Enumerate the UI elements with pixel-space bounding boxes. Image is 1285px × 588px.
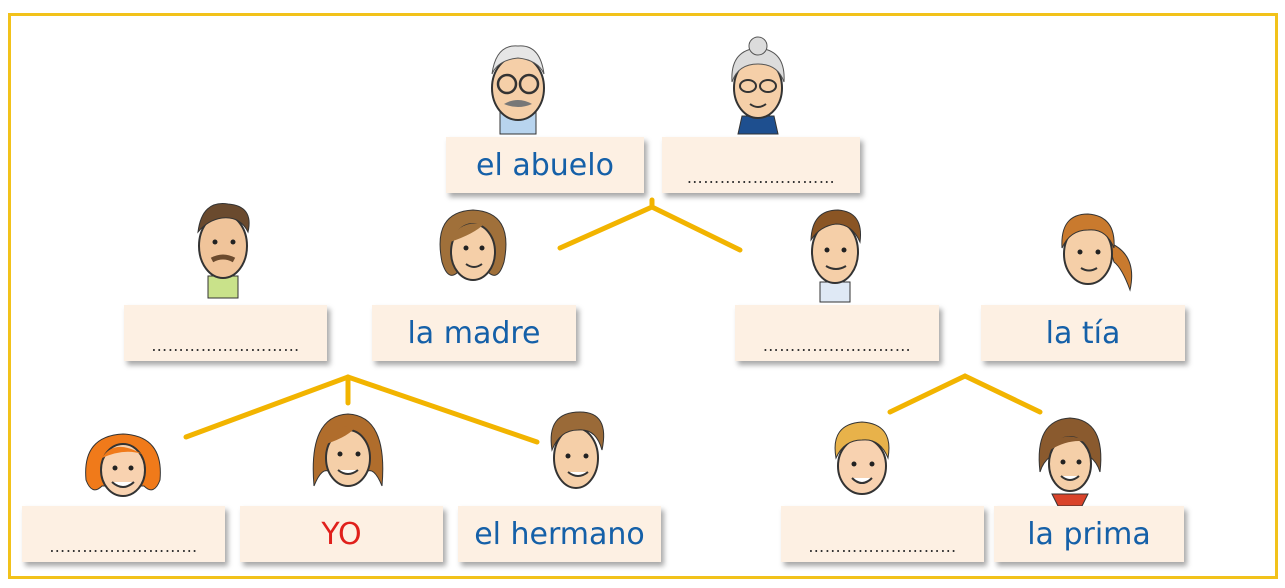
cousin-boy-label-box[interactable]: ……………………… [781,506,984,562]
uncle-icon [810,209,862,303]
brother-label-box: el hermano [458,506,661,562]
grandparents-connector [557,204,743,253]
grandmother-blank[interactable]: ……………………… [686,168,836,187]
uncle-blank[interactable]: ……………………… [762,336,912,355]
cousin-boy-icon [834,421,890,495]
cousin-boy-blank[interactable]: ……………………… [808,537,957,556]
father-label-box[interactable]: ……………………… [124,305,327,361]
father-blank[interactable]: ……………………… [151,336,300,355]
grandmother-label-box[interactable]: ……………………… [662,137,860,193]
aunt-icon [1061,213,1133,292]
me-icon [312,413,384,487]
me-label-box: YO [240,506,443,562]
sister-icon [85,433,161,497]
brother-label: el hermano [474,516,645,552]
grandfather-label-box: el abuelo [446,137,644,193]
brother-icon [550,411,605,489]
grandfather-icon [491,45,545,135]
sister-blank[interactable]: ……………………… [49,537,198,556]
cousin-girl-label: la prima [1027,516,1151,552]
uncle-aunt-connector [887,373,1043,415]
me-label: YO [321,516,362,552]
cousin-girl-label-box: la prima [994,506,1184,562]
uncle-label-box[interactable]: ……………………… [735,305,939,361]
cousin-girl-icon [1038,417,1102,507]
mother-label-box: la madre [372,305,576,361]
aunt-label: la tía [1045,315,1121,351]
mother-icon [439,209,507,281]
grandfather-label: el abuelo [476,147,614,183]
sister-label-box[interactable]: ……………………… [22,506,225,562]
grandmother-icon [731,36,785,135]
father-icon [197,203,250,299]
mother-label: la madre [407,315,541,351]
aunt-label-box: la tía [981,305,1185,361]
